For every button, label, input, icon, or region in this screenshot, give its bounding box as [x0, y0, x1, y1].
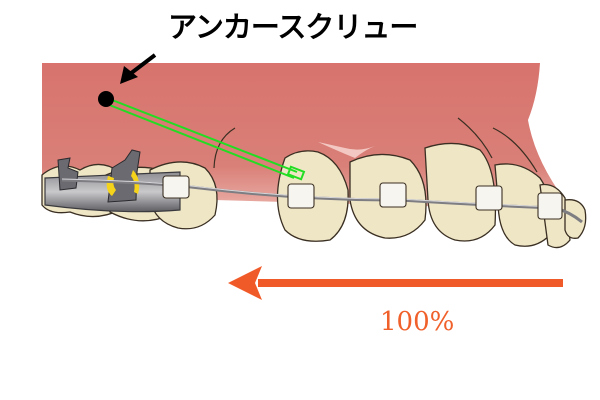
tooth [424, 142, 497, 242]
force-arrow [228, 266, 563, 300]
bracket [379, 182, 407, 208]
force-percentage: 100% [380, 307, 455, 337]
molar-tube [57, 157, 79, 191]
molar-bracket [107, 149, 141, 203]
bracket [475, 185, 503, 211]
anchor-screw [98, 91, 114, 107]
elastic-chain [106, 97, 306, 181]
pointer-arrow [120, 53, 157, 84]
gum-highlight [318, 142, 375, 158]
gum-line [457, 117, 493, 159]
bracket [537, 192, 563, 220]
brackets [162, 175, 563, 220]
gum-line [492, 127, 538, 173]
tooth [564, 199, 587, 239]
anchor-screw-title: アンカースクリュー [168, 10, 418, 44]
bracket [162, 175, 190, 199]
bracket [287, 183, 315, 209]
gum-line [213, 127, 236, 169]
